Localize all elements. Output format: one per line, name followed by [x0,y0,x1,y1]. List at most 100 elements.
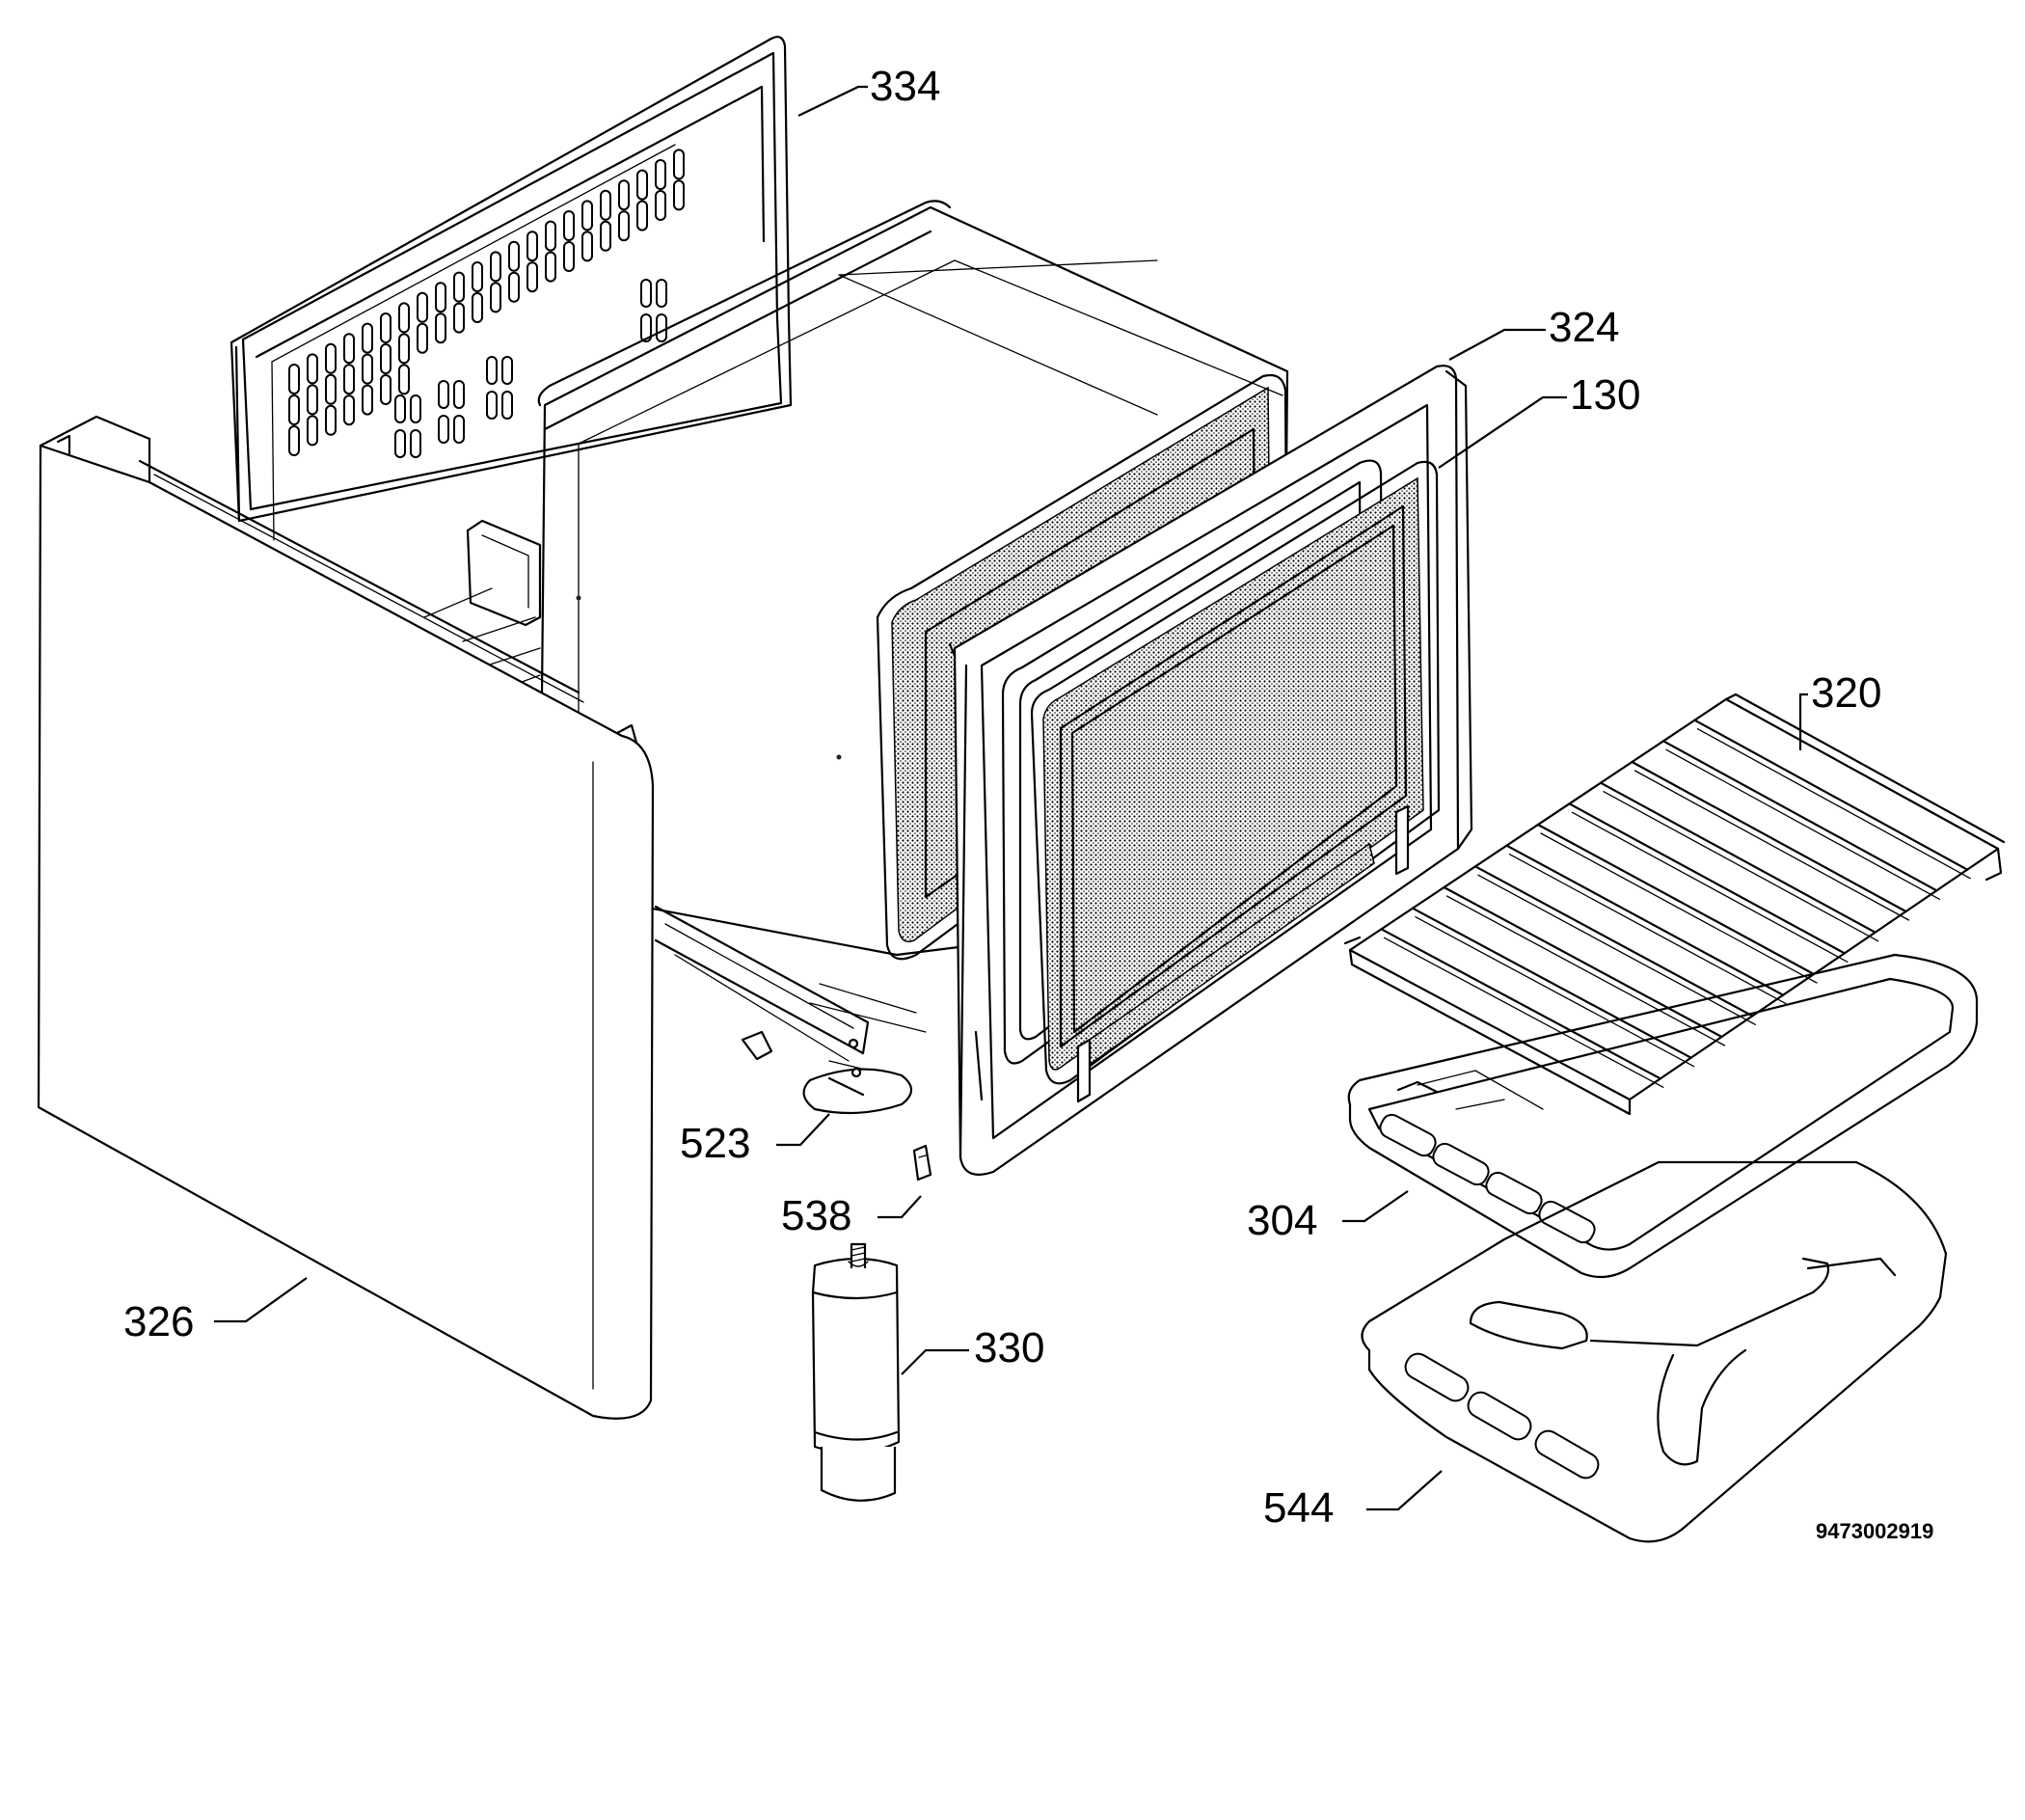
vent-slot [581,200,593,231]
label-304: 304 [1247,1197,1317,1244]
shelf-rod-shadow [1696,728,1971,880]
shelf-rods [1380,719,1971,1088]
vent-slot [640,313,652,342]
shelf-rod-shadow [1540,832,1818,984]
vent-slot [656,313,667,342]
shelf-rod [1505,844,1785,996]
vent-slot [325,373,337,405]
shelf-rod-shadow [1508,854,1787,1005]
shelf-rod-shadow [1415,916,1695,1068]
vent-slot [636,200,648,231]
shelf-rod [1661,740,1938,892]
vent-slot [398,364,410,395]
rear-panel-334 [230,36,793,541]
drawing-code: 9473002919 [1816,1519,1933,1543]
vent-slot [490,251,501,283]
shelf-rod-shadow [1634,770,1910,921]
vent-slot [673,149,685,180]
vent-slot [307,353,318,385]
label-544: 544 [1263,1484,1334,1532]
vent-slot [438,380,449,409]
label-326: 326 [123,1298,194,1345]
vent-slot [501,391,513,420]
vent-slot [362,384,373,416]
door-inner-panel-130 [1030,460,1441,1103]
vent-slot [453,415,465,444]
vent-slot [394,394,406,423]
vent-slot [486,391,498,420]
vent-slot [417,291,428,323]
vent-slot [288,425,300,456]
shelf-rod-shadow [1477,874,1756,1025]
wire-shelf-320 [1343,693,2006,1116]
side-panel-326 [37,415,927,1420]
vent-slot [362,353,373,385]
vent-slot [380,343,392,374]
label-538: 538 [781,1192,851,1239]
vent-slot [490,282,501,313]
vent-slot [673,179,685,211]
vent-slot [380,312,392,343]
shelf-rod [1693,719,1969,871]
vent-slot [472,292,483,323]
vent-slot [472,261,483,292]
shelf-rod-shadow [1383,937,1664,1088]
shelf-rod [1631,760,1907,913]
label-330: 330 [974,1324,1044,1372]
shelf-rod [1443,885,1723,1039]
vent-slot [288,364,300,394]
vent-slot [398,333,410,365]
vent-slots [288,149,685,458]
label-130: 130 [1570,371,1640,419]
vent-slot [655,190,666,221]
vent-slot [362,322,373,354]
vent-slot [545,251,556,283]
vent-slot [655,159,666,190]
vent-slot [526,231,538,262]
vent-slot [325,342,337,374]
vent-slot [343,394,355,426]
shelf-rod [1599,781,1876,934]
vent-slot [486,356,498,385]
vent-slot [417,322,428,354]
label-523: 523 [680,1120,750,1167]
vent-slot [526,261,538,293]
vent-slot [501,356,513,385]
shelf-rod-shadow [1445,895,1726,1046]
vent-slot [508,240,520,272]
vent-slot [410,429,421,458]
shelf-rod [1411,907,1692,1059]
vent-slot [394,429,406,458]
vent-slot [398,302,410,334]
vent-slot [410,394,421,423]
vent-slot [438,415,449,444]
clip-538 [912,1144,932,1182]
vent-slot [435,312,446,344]
shelf-rod-shadow [1571,811,1849,963]
leader-lines [214,85,1808,1511]
shelf-rod [1568,802,1846,955]
vent-slot [453,380,465,409]
vent-slot [453,271,465,303]
vent-slot [453,302,465,334]
vent-slot [435,282,446,313]
shelf-rod-shadow [1603,791,1879,942]
shelf-rod [1473,865,1754,1018]
vent-slot [343,364,355,395]
drip-pan-544 [1361,1160,1948,1543]
vent-slot [307,384,318,416]
vent-slot [545,220,556,252]
label-324: 324 [1549,304,1619,351]
vent-slot [343,333,355,365]
vent-slot [307,415,318,447]
shelf-rod [1380,928,1661,1080]
vent-slot [636,169,648,201]
part-labels: 334 324 130 320 523 538 304 326 330 544 … [123,63,1933,1543]
adjustable-foot-330 [811,1242,901,1502]
shelf-rod-shadow [1665,748,1940,900]
vent-slot [508,271,520,303]
vent-slot [600,220,611,252]
baking-tray-304 [1347,953,1979,1279]
label-334: 334 [870,63,940,110]
